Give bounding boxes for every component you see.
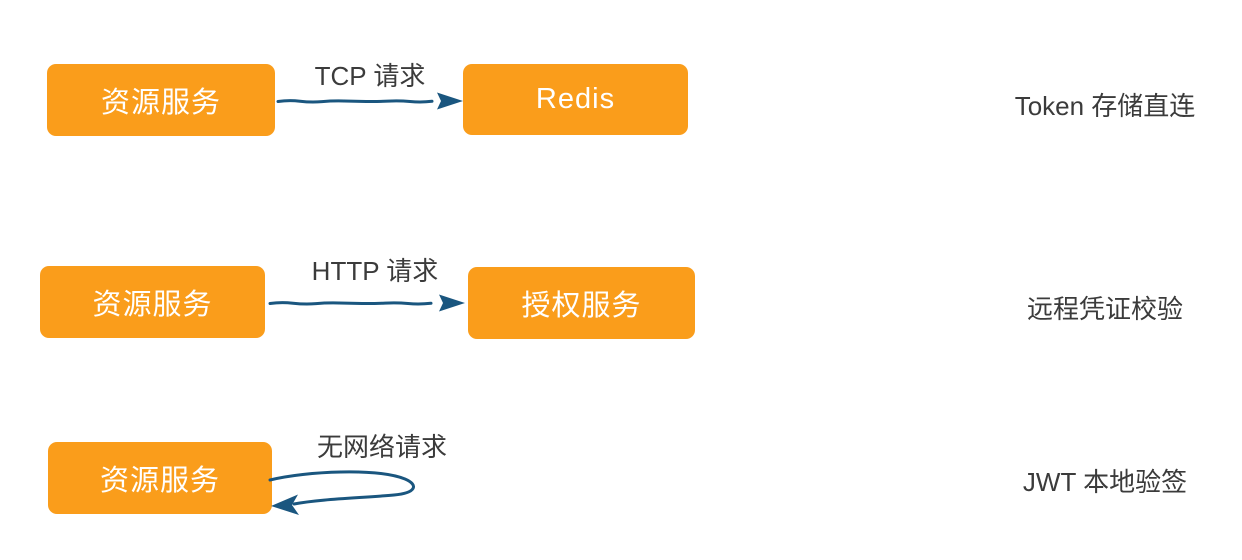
row1-description: Token 存储直连: [1014, 91, 1196, 121]
row3-description: JWT 本地验签: [1022, 467, 1188, 497]
node-auth-service: 授权服务: [468, 267, 695, 339]
node-resource-service-row1: 资源服务: [47, 64, 275, 136]
arrow-self-loop-icon: [268, 470, 415, 515]
row2-description: 远程凭证校验: [1026, 294, 1183, 324]
node-label: 资源服务: [99, 465, 220, 497]
node-label: 资源服务: [92, 289, 213, 321]
arrow-label-no-network-request: 无网络请求: [316, 432, 447, 462]
node-label: Redis: [535, 83, 616, 115]
node-resource-service-row2: 资源服务: [40, 266, 265, 338]
node-label: 资源服务: [100, 87, 221, 119]
node-label: 授权服务: [521, 290, 642, 322]
arrow-label-http-request: HTTP 请求: [311, 256, 439, 286]
node-resource-service-row3: 资源服务: [48, 442, 272, 514]
arrow-http-request-icon: [268, 294, 465, 312]
node-redis: Redis: [463, 64, 688, 135]
arrow-tcp-request-icon: [276, 92, 463, 110]
arrow-label-tcp-request: TCP 请求: [314, 61, 426, 91]
